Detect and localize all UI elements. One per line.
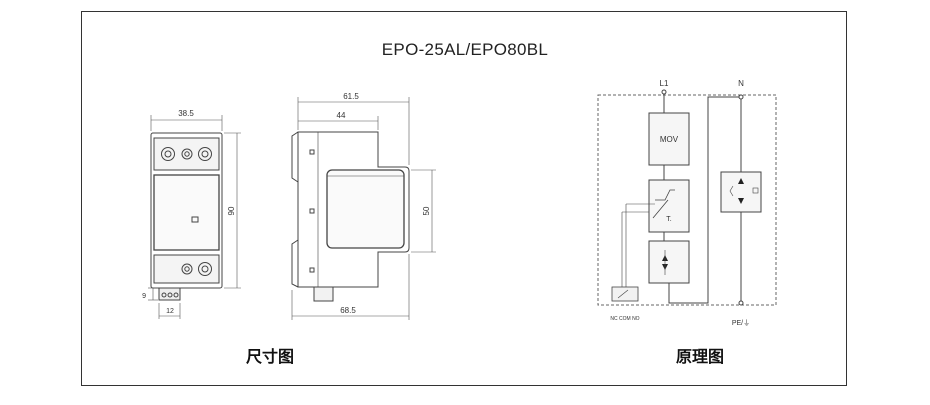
label-n: N [738,79,744,88]
dim-terminal-height: 9 [142,293,146,300]
dim-side-top-inner: 44 [337,111,346,120]
dim-side-bottom: 68.5 [340,306,356,315]
label-thermal: T. [666,216,672,223]
product-title: EPO-25AL/EPO80BL [381,40,549,59]
label-pe: PE/⏚ [732,319,750,327]
label-l1: L1 [660,79,669,88]
label-signal-terminals: NC COM NO [610,316,639,322]
side-dimensions [291,97,436,320]
schematic [597,89,777,306]
label-mov: MOV [660,135,679,144]
side-view [291,131,410,302]
dim-front-width: 38.5 [178,109,194,118]
drawing-frame [81,11,847,386]
dim-side-top-full: 61.5 [343,92,359,101]
caption-dimension-drawing: 尺寸图 [246,349,295,366]
caption-schematic: 原理图 [676,349,725,366]
dim-front-height: 90 [227,206,236,215]
front-dimensions [148,115,241,319]
front-view [150,132,223,301]
dim-terminal-width: 12 [166,308,174,315]
dim-side-height: 50 [422,206,431,215]
